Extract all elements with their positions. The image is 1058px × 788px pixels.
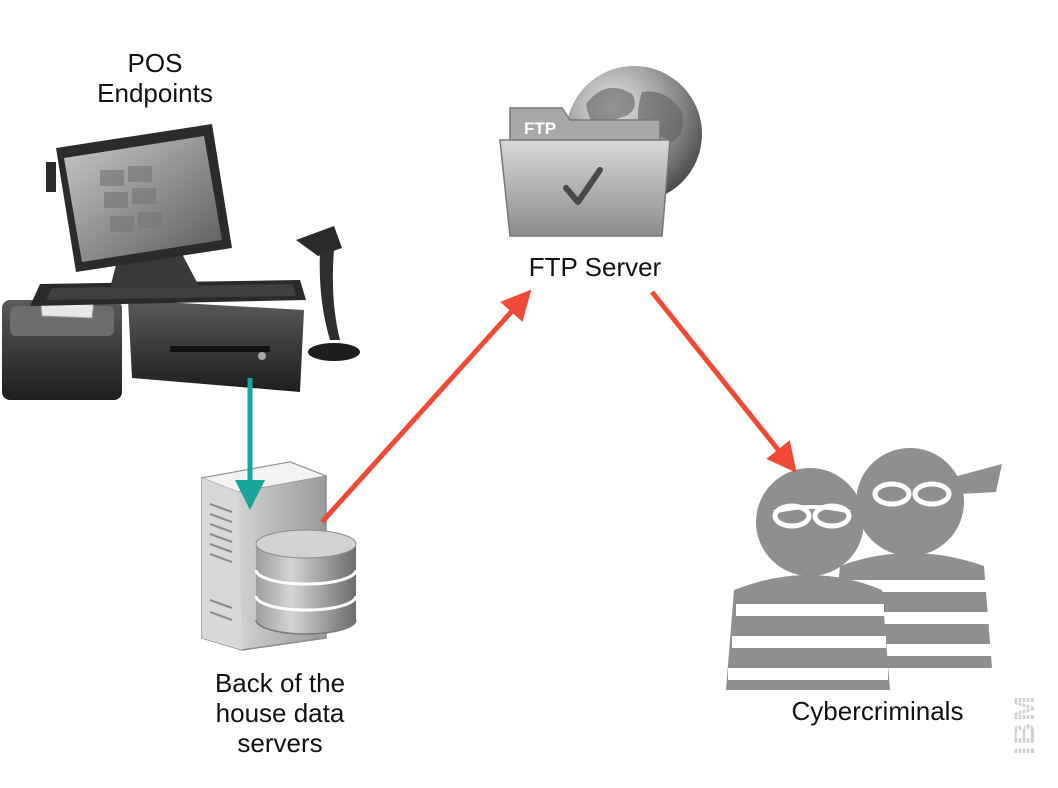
ftp-folder-globe-icon: FTP (499, 66, 702, 237)
masked-thieves-icon (726, 448, 1002, 690)
database-server-icon (200, 461, 358, 651)
pos-terminal-icon (2, 124, 360, 400)
ibm-logo-icon: IBM (1008, 685, 1041, 755)
servers-label: Back of the house data servers (175, 668, 385, 758)
ftp-folder-text: FTP (524, 119, 556, 138)
criminals-label: Cybercriminals (765, 696, 990, 726)
pos-label-line-2: Endpoints (97, 78, 213, 108)
servers-to-ftp-arrow (320, 289, 532, 524)
servers-label-line-1: Back of the (214, 668, 346, 698)
criminals-label-text: Cybercriminals (791, 696, 964, 726)
ftp-label-text: FTP Server (528, 252, 662, 282)
svg-text:IBM: IBM (1008, 694, 1041, 755)
ftp-label: FTP Server (495, 252, 695, 282)
checkmark-icon (563, 167, 603, 205)
servers-label-line-2: house data (215, 698, 345, 728)
pos-label: POS Endpoints (60, 48, 250, 108)
ftp-to-criminals-arrow (650, 290, 797, 473)
pos-label-line-1: POS (127, 48, 183, 78)
servers-label-line-3: servers (237, 728, 323, 758)
